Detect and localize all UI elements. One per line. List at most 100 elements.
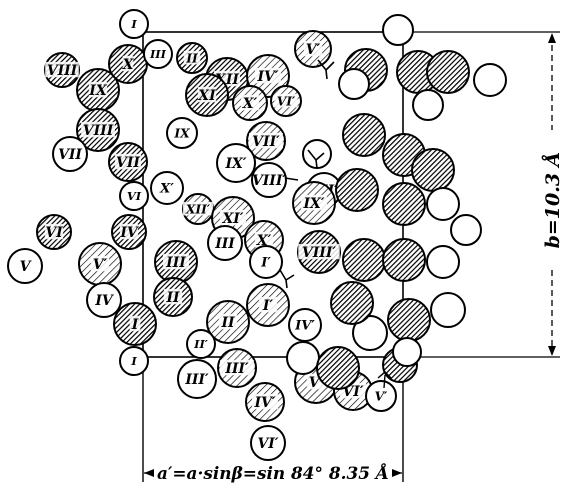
atom-circle xyxy=(286,341,320,375)
atom-unlabeled xyxy=(286,341,320,375)
atom-label-backdrop xyxy=(119,223,139,240)
atom-label: II xyxy=(220,315,235,331)
atom-circle xyxy=(387,298,431,342)
atom-unlabeled xyxy=(316,346,360,390)
atom-xiip: XII′ xyxy=(182,193,214,225)
atom-circle xyxy=(450,214,482,246)
atom-circle xyxy=(342,238,386,282)
atom-label: III xyxy=(149,47,167,61)
atom-circle xyxy=(251,162,287,198)
atom-label-backdrop xyxy=(251,393,279,410)
atom-label: X′ xyxy=(159,182,174,197)
atom-label: VIII xyxy=(47,63,78,79)
atom-unlabeled xyxy=(450,214,482,246)
atom-iii: III xyxy=(154,240,198,284)
atom-label: VIII′ xyxy=(302,245,337,261)
atom-label-backdrop xyxy=(122,55,134,72)
atom-label-backdrop xyxy=(45,61,79,78)
atom-label: IX xyxy=(173,125,190,140)
atom-unlabeled xyxy=(392,337,422,367)
atom-label: IV′ xyxy=(253,395,275,411)
atom-ivp: IV′ xyxy=(288,308,322,342)
atom-xp: X′ xyxy=(232,85,268,121)
atom-vii: VII xyxy=(52,136,88,172)
atom-unlabeled xyxy=(426,50,470,94)
atom-label: II xyxy=(165,290,180,306)
atom-label: VII′ xyxy=(252,134,280,150)
atom-xi: XI xyxy=(185,73,229,117)
atom-circle xyxy=(86,282,122,318)
atom-label: I′ xyxy=(262,298,274,314)
atom-label: VII xyxy=(58,147,82,163)
atom-label-backdrop xyxy=(182,201,214,216)
atom-vp: V′ xyxy=(294,30,332,68)
atom-circle xyxy=(426,187,460,221)
atom-label: II xyxy=(185,50,199,65)
atom-circle xyxy=(119,181,149,211)
atom-circle xyxy=(382,14,414,46)
a-dimension: a′=a·sinβ=sin 84° 8.35 Å xyxy=(144,462,402,483)
atom-label-backdrop xyxy=(258,296,278,313)
atom-circle xyxy=(430,292,466,328)
atom-unlabeled xyxy=(426,187,460,221)
atom-circle xyxy=(143,39,173,69)
atom-vi: VI xyxy=(119,181,149,211)
atom-circle xyxy=(392,337,422,367)
atom-unlabeled xyxy=(352,315,388,351)
atom-unlabeled xyxy=(335,168,379,212)
atom-circle xyxy=(382,182,426,226)
atom-label-backdrop xyxy=(303,40,323,57)
atom-label: IX xyxy=(88,83,108,99)
atom-label: X′ xyxy=(256,233,272,249)
atom-unlabeled xyxy=(387,298,431,342)
atom-label: II′ xyxy=(193,337,208,351)
atom-label: IV′ xyxy=(294,319,315,334)
atom-label-backdrop xyxy=(220,359,254,376)
atom-label: V′ xyxy=(375,388,389,403)
atom-circle xyxy=(342,113,386,157)
atom-label-backdrop xyxy=(254,67,282,84)
atom-label-backdrop xyxy=(300,194,328,211)
atom-viii: VIII xyxy=(76,108,120,152)
atom-vip: VI′ xyxy=(250,425,286,461)
atom-iiip: III′ xyxy=(177,359,217,399)
atom-unlabeled xyxy=(382,14,414,46)
atom-label: VI xyxy=(45,225,63,241)
atom-circle xyxy=(382,238,426,282)
atom-circle xyxy=(411,148,455,192)
atom-label: VI′ xyxy=(342,384,363,400)
atom-label: III′ xyxy=(224,361,249,377)
atom-unlabeled xyxy=(342,238,386,282)
atom-v: V xyxy=(7,248,43,284)
atom-circle xyxy=(150,171,184,205)
atom-unlabeled xyxy=(342,113,386,157)
atom-label: VI xyxy=(127,189,142,203)
atom-iiip: III′ xyxy=(217,348,257,388)
atom-vi: VI xyxy=(36,214,72,250)
atom-label: VI′ xyxy=(257,436,278,452)
atom-unlabeled xyxy=(426,245,460,279)
atom-circle xyxy=(186,329,216,359)
connector-marks xyxy=(279,59,392,389)
atom-unlabeled xyxy=(411,148,455,192)
atom-label: V′ xyxy=(306,42,321,58)
atom-label: I xyxy=(131,317,139,333)
atom-ivp: IV′ xyxy=(245,382,285,422)
atom-circle xyxy=(426,50,470,94)
atom-label: I xyxy=(130,17,137,31)
atom-label-backdrop xyxy=(183,50,201,65)
atom-circle xyxy=(250,425,286,461)
b-dimension: b=10.3 Å xyxy=(403,31,563,358)
atom-label-backdrop xyxy=(162,253,190,270)
atom-circle xyxy=(216,143,256,183)
atom-circle xyxy=(119,9,149,39)
atom-i: I xyxy=(113,302,157,346)
atom-label-backdrop xyxy=(90,255,110,272)
atom-unlabeled xyxy=(412,89,444,121)
atom-circle xyxy=(249,245,283,279)
atom-circle xyxy=(166,117,198,149)
atom-label-backdrop xyxy=(219,209,247,226)
atom-viiip: VIII′ xyxy=(251,162,287,198)
atom-label-backdrop xyxy=(114,153,142,170)
atom-ii: II xyxy=(206,300,250,344)
